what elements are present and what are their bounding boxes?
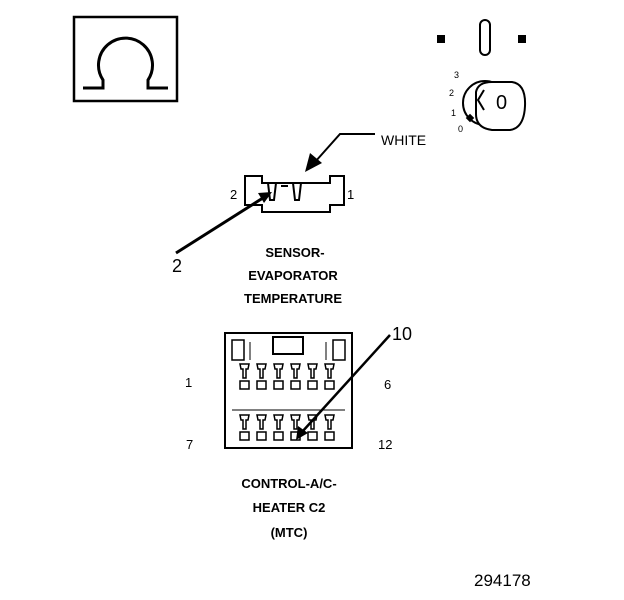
- sensor-probe-pin-label: 2: [172, 256, 183, 276]
- row2-start-pin-label: 7: [186, 437, 194, 452]
- control-probe-pin-label: 10: [392, 324, 413, 344]
- sensor-connector-name-line: SENSOR-: [265, 245, 325, 260]
- sensor-connector-name-line: TEMPERATURE: [244, 291, 342, 306]
- connector-pins-row-1: [239, 363, 335, 390]
- connector-cavity: [256, 431, 267, 441]
- connector-terminal: [239, 363, 250, 379]
- connector-cavity: [290, 380, 301, 390]
- connector-terminal: [290, 363, 301, 379]
- connector-cavity: [239, 431, 250, 441]
- control-connector-body: [224, 332, 353, 449]
- connector-terminal: [273, 414, 284, 430]
- control-connector-name-line: CONTROL-A/C-: [241, 476, 337, 491]
- connector-cavity: [256, 380, 267, 390]
- connector-cavity: [239, 380, 250, 390]
- connector-terminal: [324, 363, 335, 379]
- connector-terminal: [307, 363, 318, 379]
- white-wire-arrow: [305, 133, 375, 172]
- probe-arrow-pin-2: [175, 192, 272, 255]
- ignition-position-label: 2: [449, 88, 455, 98]
- row2-end-pin-label: 12: [378, 437, 393, 452]
- sensor-pin-right-label: 1: [347, 187, 355, 202]
- connector-cavity: [273, 431, 284, 441]
- row1-start-pin-label: 1: [185, 375, 193, 390]
- control-connector-name-line: (MTC): [270, 525, 308, 540]
- connector-terminal: [324, 414, 335, 430]
- ignition-position-label: 3: [454, 70, 460, 80]
- wire-color-label: WHITE: [381, 132, 427, 148]
- connector-cavity: [307, 380, 318, 390]
- connector-terminal: [290, 414, 301, 430]
- row1-end-pin-label: 6: [384, 377, 392, 392]
- ignition-key-icon: [437, 19, 527, 131]
- connector-terminal: [273, 363, 284, 379]
- figure-number: 294178: [474, 571, 531, 590]
- connector-cavity: [307, 431, 318, 441]
- connector-cavity: [324, 431, 335, 441]
- sensor-pin-left-label: 2: [230, 187, 238, 202]
- connector-terminal: [239, 414, 250, 430]
- connector-cavity: [273, 380, 284, 390]
- sensor-connector-name-line: EVAPORATOR: [248, 268, 338, 283]
- ignition-position-label: 1: [451, 108, 457, 118]
- control-connector-name-line: HEATER C2: [252, 500, 326, 515]
- ohm-symbol-icon: [72, 15, 179, 103]
- ignition-key-label: 0: [496, 92, 508, 114]
- ignition-position-label: 0: [458, 124, 464, 134]
- sensor-connector-body: [244, 175, 345, 213]
- connector-terminal: [256, 363, 267, 379]
- probe-arrow-pin-10: [296, 334, 391, 440]
- connector-terminal: [256, 414, 267, 430]
- connector-cavity: [324, 380, 335, 390]
